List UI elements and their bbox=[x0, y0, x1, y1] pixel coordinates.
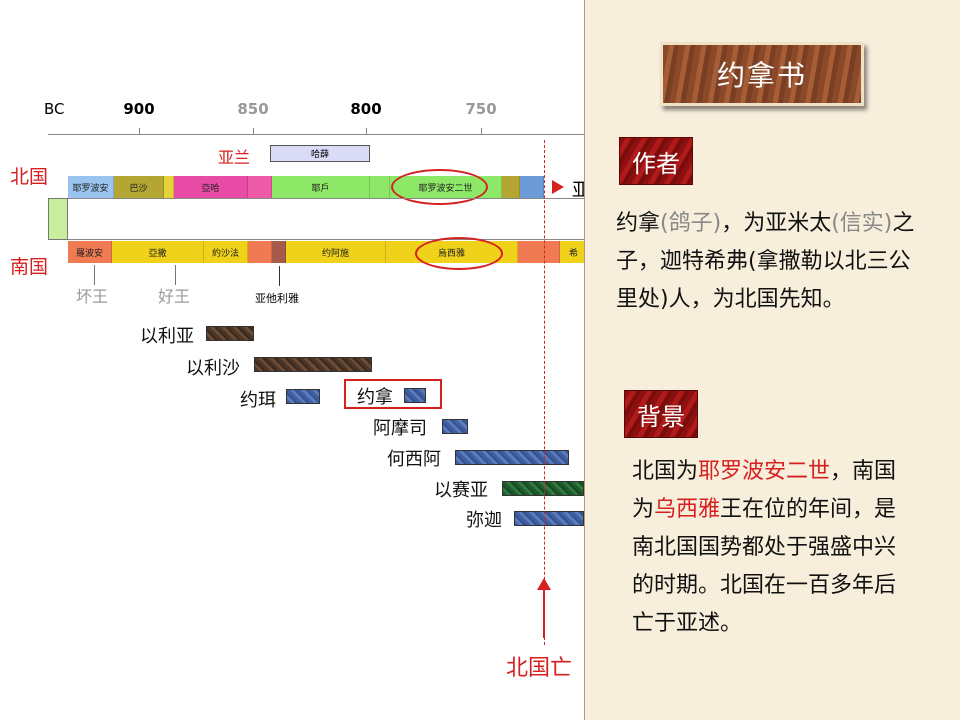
reign-minor bbox=[248, 176, 272, 198]
good-king-label: 好王 bbox=[158, 287, 191, 306]
arrow-up-icon bbox=[279, 266, 280, 286]
background-text-part: ，南国为 bbox=[632, 459, 897, 522]
author-tag: 作者 bbox=[619, 137, 693, 185]
arrow-up-icon bbox=[94, 265, 95, 285]
fall-of-north-line bbox=[544, 140, 545, 645]
author-text-part: (鸽子) bbox=[660, 211, 722, 236]
axis-tick bbox=[139, 128, 140, 135]
book-title-plate: 约拿书 bbox=[660, 42, 864, 106]
prophet-label-elisha: 以利沙 bbox=[186, 358, 240, 379]
reign-athaliah bbox=[272, 241, 286, 263]
prophet-bar-jonah bbox=[404, 388, 426, 403]
arrow-up-icon bbox=[175, 265, 176, 285]
highlight-uzziah bbox=[415, 237, 503, 270]
prophet-bar-joel bbox=[286, 389, 320, 404]
prophet-bar-hosea bbox=[455, 450, 569, 465]
reign-asa: 亞撒 bbox=[112, 241, 204, 263]
axis-unit-label: BC bbox=[44, 100, 65, 118]
background-tag: 背景 bbox=[624, 390, 698, 438]
prophet-bar-amos bbox=[442, 419, 468, 434]
reign-minor bbox=[520, 176, 544, 198]
prophet-label-hosea: 何西阿 bbox=[387, 449, 441, 470]
south-kingdom-label: 南国 bbox=[10, 256, 49, 278]
background-text-part: 王在位的年间，是南北国国势都处于强盛中兴的时期。北国在一百多年后亡于亚述。 bbox=[632, 497, 897, 636]
timeline-axis bbox=[48, 134, 588, 135]
reign-minor bbox=[518, 241, 560, 263]
reign-minor bbox=[164, 176, 174, 198]
background-text-part: 北国为 bbox=[632, 459, 699, 484]
background-text-part: 乌西雅 bbox=[654, 497, 721, 522]
background-paragraph: 北国为耶罗波安二世，南国为乌西雅王在位的年间，是南北国国势都处于强盛中兴的时期。… bbox=[632, 453, 907, 643]
south-reign-bar: 羅波安 亞撒 約沙法 约阿施 烏西雅 希 bbox=[68, 241, 588, 263]
axis-tick bbox=[253, 128, 254, 135]
united-kingdom-block bbox=[48, 198, 68, 240]
north-kingdom-label: 北国 bbox=[10, 166, 49, 188]
reign-minor bbox=[370, 176, 390, 198]
author-text-part: (信实) bbox=[831, 211, 893, 236]
reign-baasha: 巴沙 bbox=[114, 176, 164, 198]
tick-label-900: 900 bbox=[123, 100, 155, 118]
highlight-jeroboam-ii bbox=[391, 169, 488, 205]
arrow-shaft bbox=[543, 590, 545, 638]
reign-rehoboam: 羅波安 bbox=[68, 241, 112, 263]
prophet-bar-elijah bbox=[206, 326, 254, 341]
prophet-label-isaiah: 以赛亚 bbox=[434, 480, 488, 501]
reign-minor bbox=[502, 176, 520, 198]
arrow-right-icon bbox=[552, 180, 564, 194]
arrow-up-icon bbox=[537, 578, 551, 590]
axis-tick bbox=[481, 128, 482, 135]
reign-jehoshaphat: 約沙法 bbox=[204, 241, 248, 263]
bad-king-label: 坏王 bbox=[76, 287, 109, 306]
reign-jehu: 耶戶 bbox=[272, 176, 370, 198]
prophet-bar-isaiah bbox=[502, 481, 584, 496]
tick-label-800: 800 bbox=[350, 100, 382, 118]
author-text-part: 约拿 bbox=[616, 211, 661, 236]
aram-king-hazael: 哈薛 bbox=[270, 145, 370, 162]
author-text-part: 之子，迦特希弗(拿撒勒以北三公里处)人，为北国先知。 bbox=[616, 211, 915, 312]
prophet-label-elijah: 以利亚 bbox=[140, 326, 194, 347]
jonah-highlight-box bbox=[344, 379, 442, 409]
prophet-label-amos: 阿摩司 bbox=[373, 418, 427, 439]
timeline-gap bbox=[68, 198, 588, 240]
tick-label-850: 850 bbox=[237, 100, 269, 118]
prophet-bar-micah bbox=[514, 511, 584, 526]
reign-jeroboam: 耶罗波安 bbox=[68, 176, 114, 198]
author-paragraph: 约拿(鸽子)，为亚米太(信实)之子，迦特希弗(拿撒勒以北三公里处)人，为北国先知… bbox=[616, 205, 931, 319]
axis-tick bbox=[366, 128, 367, 135]
prophet-label-jonah: 约拿 bbox=[357, 387, 393, 408]
athaliah-label: 亚他利雅 bbox=[255, 292, 299, 305]
tick-label-750: 750 bbox=[465, 100, 497, 118]
prophet-bar-elisha bbox=[254, 357, 372, 372]
fall-of-north-label: 北国亡 bbox=[506, 656, 573, 681]
info-panel bbox=[584, 0, 960, 720]
reign-minor bbox=[248, 241, 272, 263]
reign-joash: 约阿施 bbox=[286, 241, 386, 263]
prophet-label-micah: 弥迦 bbox=[466, 510, 502, 531]
prophet-label-joel: 约珥 bbox=[240, 390, 276, 411]
aram-label: 亚兰 bbox=[218, 148, 251, 167]
reign-ahab: 亞哈 bbox=[174, 176, 248, 198]
author-text-part: ，为亚米太 bbox=[721, 211, 832, 236]
background-text-part: 耶罗波安二世 bbox=[698, 459, 831, 484]
